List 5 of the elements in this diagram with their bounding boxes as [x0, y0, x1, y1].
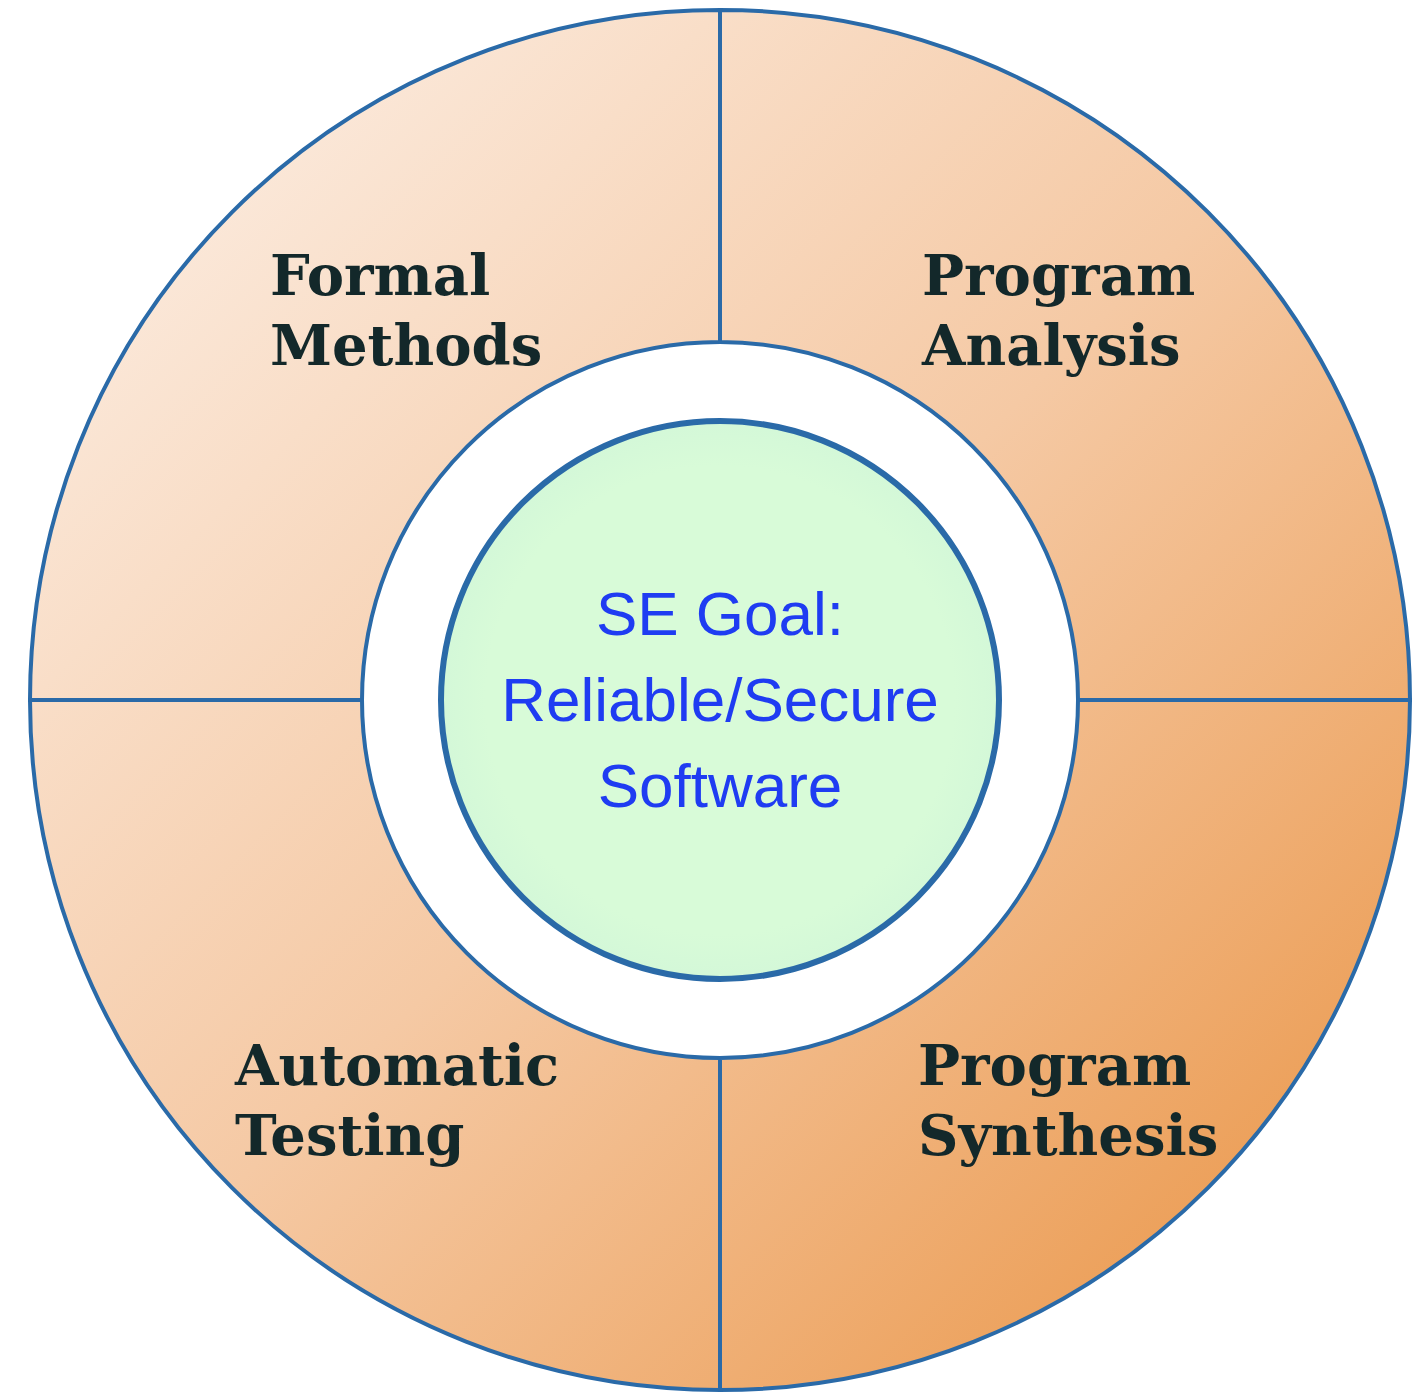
segment-label: Program Analysis [922, 241, 1197, 380]
goal-label: SE Goal: Reliable/Secure Software [500, 578, 940, 822]
segment-label: Program Synthesis [918, 1031, 1220, 1170]
segment-label: Automatic Testing [235, 1031, 561, 1170]
segment-label: Formal Methods [270, 241, 544, 380]
